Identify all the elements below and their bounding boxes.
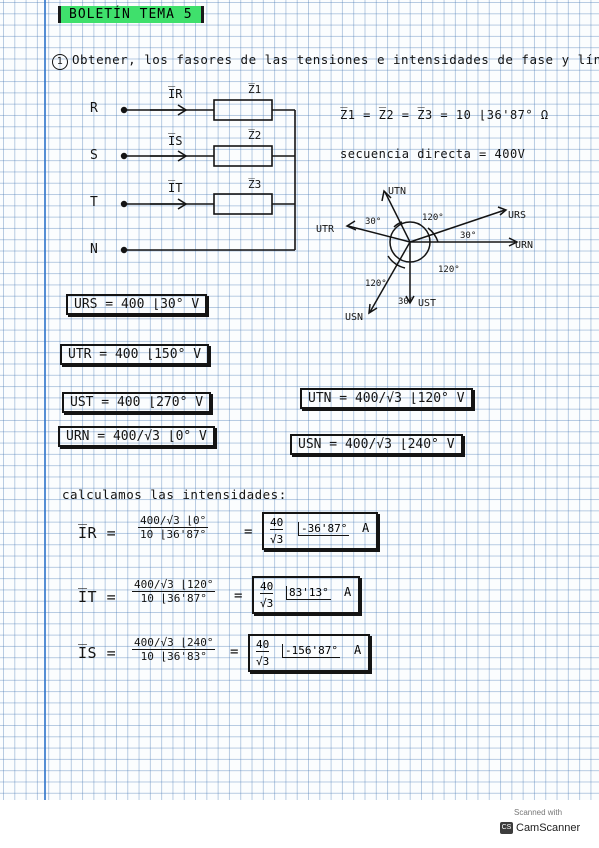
line-label-n: N: [90, 242, 98, 257]
current-is-label: I̅S =: [78, 644, 117, 662]
current-is-denominator: 10 ⌊36'83°: [140, 650, 207, 663]
current-label-s: I̅S: [168, 133, 182, 148]
voltage-utr-box: UTR = 400 ⌊150° V: [60, 344, 210, 365]
voltage-usn-box: USN = 400/√3 ⌊240° V: [290, 434, 463, 455]
current-it-result-box: 40 √3 83'13° A: [252, 576, 360, 614]
current-is-result-box: 40 √3 -156'87° A: [248, 634, 370, 672]
margin-line: [44, 0, 46, 800]
current-it-denominator: 10 ⌊36'87°: [140, 592, 207, 605]
current-ir-equals: =: [244, 524, 253, 540]
angle-label-120-right: 120°: [438, 265, 460, 275]
angle-label-30-c: 30°: [398, 297, 414, 307]
phasor-label-utr: UTR: [316, 224, 335, 235]
phasor-label-utn: UTN: [388, 186, 406, 197]
current-it-label: I̅T =: [78, 588, 117, 606]
current-it-fraction: 400/√3 ⌊120° 10 ⌊36'87°: [132, 578, 216, 605]
current-ir-result-unit: A: [362, 521, 370, 535]
current-is-equals: =: [230, 644, 239, 660]
camscanner-name: CamScanner: [516, 822, 581, 834]
voltage-utn-box: UTN = 400/√3 ⌊120° V: [300, 388, 473, 409]
angle-label-30-a: 30°: [365, 217, 381, 227]
impedance-label-1: Z̅1: [248, 83, 261, 96]
page-bottom-edge: [0, 800, 599, 848]
current-it-equals: =: [234, 588, 243, 604]
phasor-label-ust: UST: [418, 298, 436, 309]
current-it-result-angle: 83'13°: [286, 586, 331, 600]
current-is-result-unit: A: [354, 643, 362, 657]
camscanner-icon: CS: [500, 822, 513, 834]
phasor-diagram: UTN URS URN UTR USN UST 30° 120° 30° 120…: [316, 186, 533, 323]
impedance-label-3: Z̅3: [248, 178, 261, 191]
current-label-t: I̅T: [168, 180, 182, 195]
current-it-numerator: 400/√3 ⌊120°: [132, 578, 216, 592]
current-is-numerator: 400/√3 ⌊240°: [132, 636, 216, 650]
current-it-result-denominator: √3: [260, 597, 274, 610]
current-ir-denominator: 10 ⌊36'87°: [140, 528, 207, 541]
sequence-statement: secuencia directa = 400V: [340, 147, 526, 161]
current-it-result-unit: A: [344, 585, 352, 599]
current-it-result-numerator: 40: [260, 580, 274, 594]
current-is-fraction: 400/√3 ⌊240° 10 ⌊36'83°: [132, 636, 216, 663]
scanned-with-text: Scanned with: [514, 808, 563, 817]
phasor-label-usn: USN: [345, 312, 363, 323]
currents-heading: calculamos las intensidades:: [62, 487, 287, 502]
current-ir-result-angle: -36'87°: [298, 522, 350, 536]
phasor-label-urs: URS: [508, 210, 526, 221]
angle-label-120-top: 120°: [422, 213, 444, 223]
current-is-result-denominator: √3: [256, 655, 270, 668]
circuit-diagram: R S T N I̅R: [90, 83, 296, 257]
impedance-label-2: Z̅2: [248, 129, 261, 142]
current-ir-label: I̅R =: [78, 524, 117, 542]
current-ir-numerator: 400/√3 ⌊0°: [138, 514, 209, 528]
page-title: BOLETÍN TEMA 5: [58, 6, 204, 23]
problem-statement: 1 Obtener, los fasores de las tensiones e…: [52, 52, 599, 70]
current-ir-result-box: 40 √3 -36'87° A: [262, 512, 378, 550]
line-label-s: S: [90, 148, 98, 163]
phasor-label-urn: URN: [515, 240, 533, 251]
current-is-result-angle: -156'87°: [282, 644, 340, 658]
problem-number: 1: [52, 54, 68, 70]
angle-label-30-b: 30°: [460, 231, 476, 241]
current-is-result-numerator: 40: [256, 638, 270, 652]
voltage-urn-box: URN = 400/√3 ⌊0° V: [58, 426, 215, 447]
current-ir-result-numerator: 40: [270, 516, 284, 530]
current-ir-result-denominator: √3: [270, 533, 284, 546]
voltage-urs-box: URS = 400 ⌊30° V: [66, 294, 208, 315]
problem-text: Obtener, los fasores de las tensiones e …: [72, 52, 599, 67]
current-label-r: I̅R: [168, 86, 183, 101]
angle-label-120-left: 120°: [365, 279, 387, 289]
line-label-t: T: [90, 195, 98, 210]
impedance-equation: Z̅1 = Z̅2 = Z̅3 = 10 ⌊36'87° Ω: [340, 108, 549, 122]
voltage-ust-box: UST = 400 ⌊270° V: [62, 392, 212, 413]
line-label-r: R: [90, 101, 98, 116]
current-ir-fraction: 400/√3 ⌊0° 10 ⌊36'87°: [138, 514, 209, 541]
camscanner-watermark: Scanned with CS CamScanner: [500, 806, 590, 840]
camscanner-logo: CS CamScanner: [500, 822, 580, 834]
